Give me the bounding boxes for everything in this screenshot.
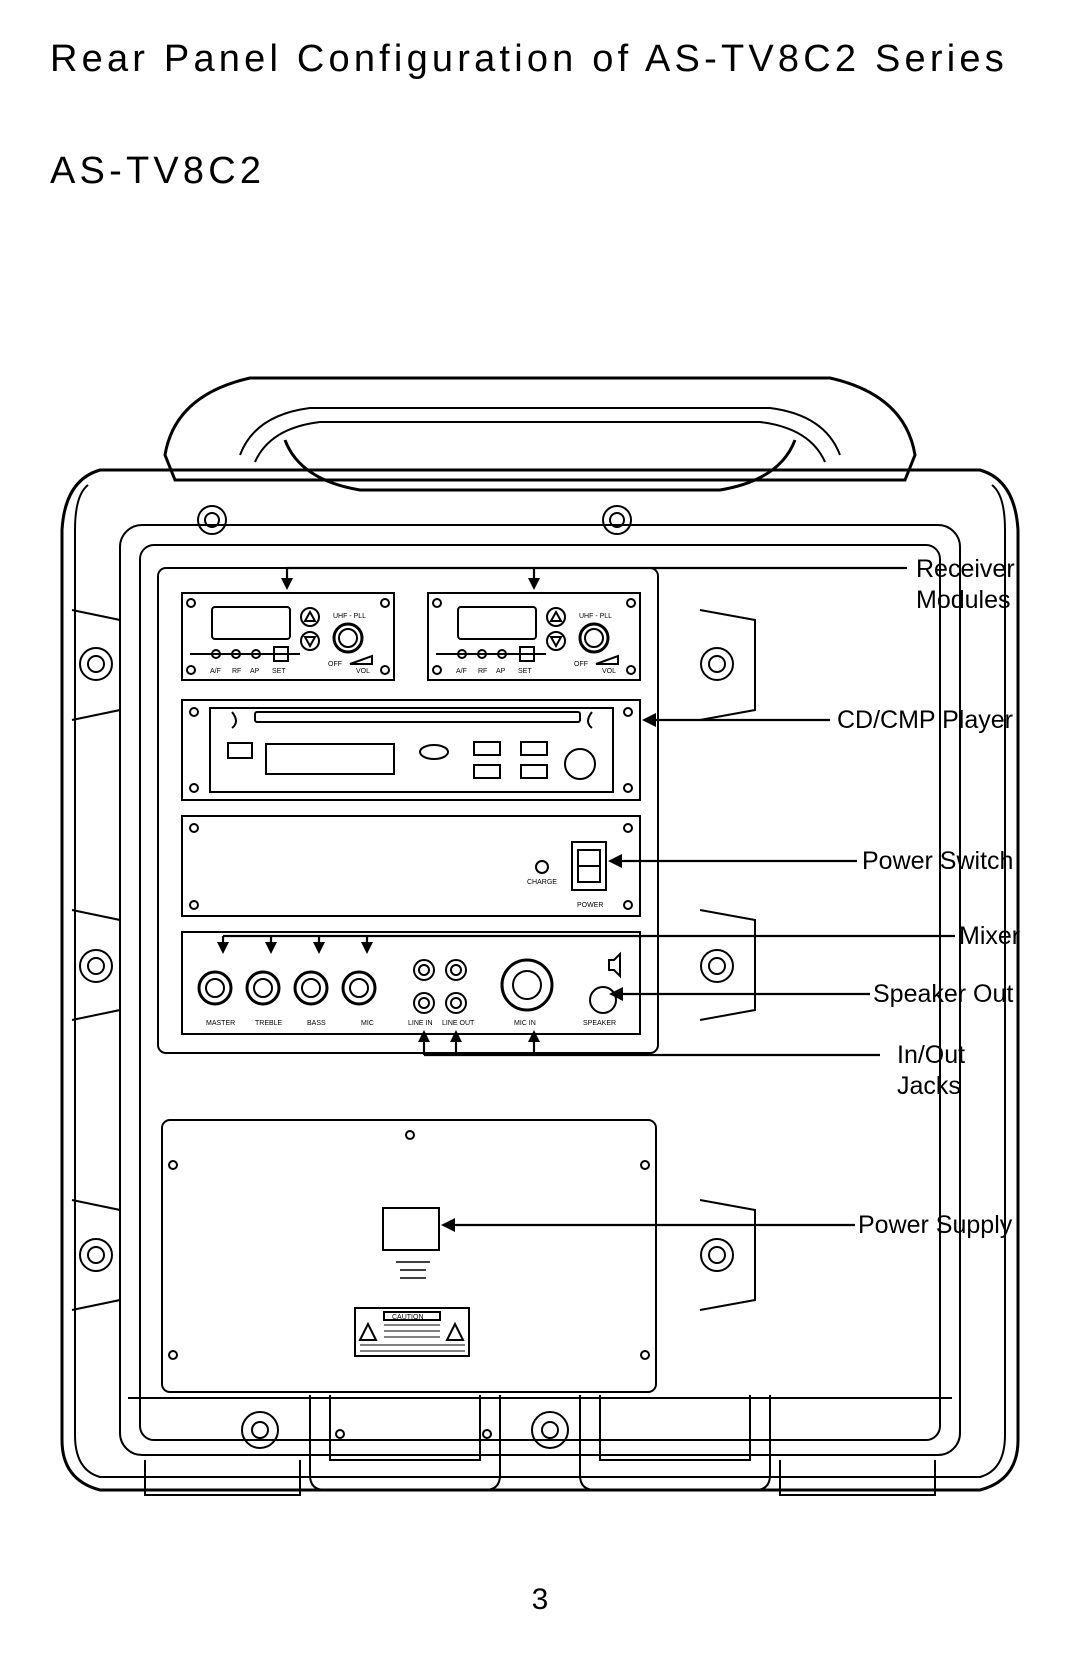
callout-power-supply: Power Supply (858, 1211, 1013, 1239)
receiver-module-2 (427, 592, 641, 681)
vol-label-1: VOL (356, 668, 370, 675)
page-title: Rear Panel Configuration of AS-TV8C2 Ser… (50, 38, 1008, 80)
page-number: 3 (531, 1583, 549, 1616)
line-out-label: LINE OUT (442, 1020, 475, 1027)
cd-player (181, 699, 641, 801)
set-label-1: SET (272, 668, 286, 675)
receiver-module-1 (181, 592, 395, 681)
ap-label-1: AP (250, 668, 260, 675)
model-subtitle: AS-TV8C2 (50, 150, 266, 192)
caution-label: CAUTION (392, 1314, 424, 1321)
callout-receiver-line2: Modules (916, 586, 1011, 614)
power-panel (181, 815, 641, 917)
rack-frame (157, 567, 659, 1054)
power-label: POWER (577, 902, 603, 909)
treble-label: TREBLE (255, 1020, 283, 1027)
bass-label: BASS (307, 1020, 326, 1027)
callout-mixer: Mixer (959, 922, 1021, 950)
callout-arrowheads (217, 578, 656, 1232)
callout-lines (221, 566, 955, 1227)
callout-jacks-line2: Jacks (897, 1072, 961, 1100)
cabinet-bolts (71, 505, 756, 1449)
uhf-pll-label-2: UHF - PLL (579, 613, 612, 620)
charge-label: CHARGE (527, 879, 557, 886)
off-label-2: OFF (574, 661, 588, 668)
callout-speaker-out: Speaker Out (873, 980, 1014, 1008)
mixer-panel (181, 931, 641, 1035)
vol-label-2: VOL (602, 668, 616, 675)
callout-cd-player: CD/CMP Player (837, 706, 1013, 734)
module-labels: UHF - PLL UHF - PLL A/F RF AP SET OFF VO… (206, 613, 616, 1321)
mic-label: MIC (361, 1020, 374, 1027)
callout-jacks-line1: In/Out (897, 1041, 966, 1069)
master-label: MASTER (206, 1020, 235, 1027)
callout-power-switch: Power Switch (862, 847, 1014, 875)
set-label-2: SET (518, 668, 532, 675)
af-label-2: A/F (456, 668, 467, 675)
uhf-pll-label-1: UHF - PLL (333, 613, 366, 620)
mic-in-label: MIC IN (514, 1020, 536, 1027)
callout-in-out-jacks: In/Out Jacks (897, 1040, 965, 1102)
power-supply-panel (161, 1119, 657, 1393)
af-label-1: A/F (210, 668, 221, 675)
ap-label-2: AP (496, 668, 506, 675)
rf-label-1: RF (232, 668, 241, 675)
callout-receiver-line1: Receiver (916, 555, 1015, 583)
rf-label-2: RF (478, 668, 487, 675)
callout-receiver-modules: Receiver Modules (916, 554, 1015, 616)
off-label-1: OFF (328, 661, 342, 668)
carry-handle (163, 376, 917, 492)
speaker-label: SPEAKER (583, 1020, 616, 1027)
line-in-label: LINE IN (408, 1020, 433, 1027)
